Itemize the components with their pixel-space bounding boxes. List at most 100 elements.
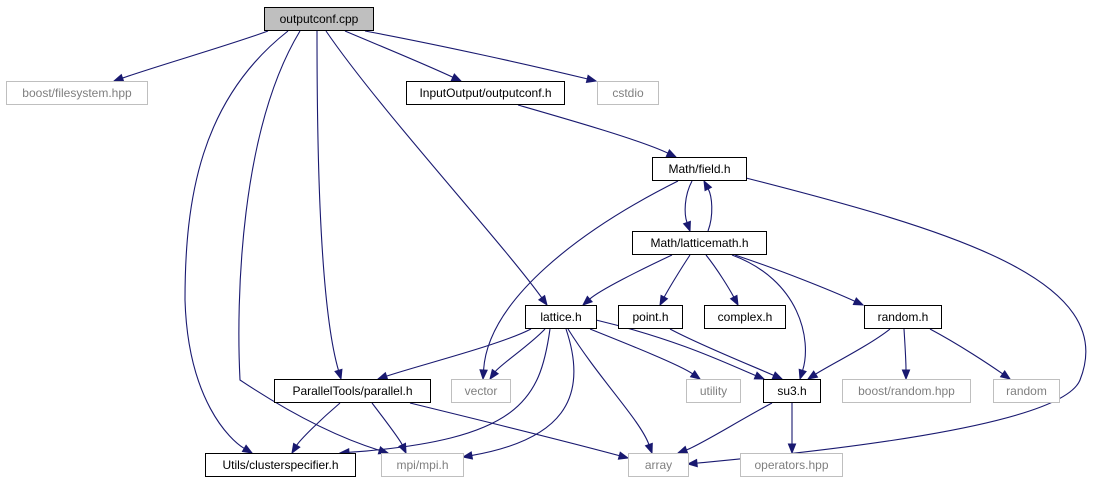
node-vector: vector bbox=[451, 379, 511, 403]
edge-arrowhead bbox=[999, 369, 1012, 380]
edge-line bbox=[669, 328, 774, 376]
edge-random_h-to-random bbox=[929, 328, 1012, 380]
edge-io_outputconf_h-to-math_field_h bbox=[517, 104, 678, 158]
edge-arrowhead bbox=[787, 443, 797, 455]
node-utils-cluster-h[interactable]: Utils/clusterspecifier.h bbox=[205, 453, 356, 477]
node-math-latticemath-h[interactable]: Math/latticemath.h bbox=[632, 231, 767, 255]
node-label: random bbox=[1006, 384, 1047, 398]
edge-line bbox=[517, 104, 669, 154]
node-boost-filesystem: boost/filesystem.hpp bbox=[6, 81, 148, 105]
node-su3-h[interactable]: su3.h bbox=[763, 379, 821, 403]
node-box bbox=[451, 379, 511, 403]
edge-random_h-to-su3_h bbox=[806, 328, 891, 380]
edge-line bbox=[325, 30, 543, 299]
edge-line bbox=[184, 30, 289, 449]
node-box bbox=[628, 453, 689, 477]
node-box bbox=[993, 379, 1060, 403]
edge-arrowhead bbox=[334, 368, 343, 381]
edge-line bbox=[684, 180, 693, 223]
node-box bbox=[652, 157, 747, 181]
edge-arrowhead bbox=[703, 179, 713, 192]
node-math-field-h[interactable]: Math/field.h bbox=[652, 157, 747, 181]
edge-line bbox=[903, 328, 907, 371]
edge-line bbox=[371, 402, 403, 446]
node-label: InputOutput/outputconf.h bbox=[419, 86, 551, 100]
node-label: Utils/clusterspecifier.h bbox=[222, 458, 338, 472]
node-label: array bbox=[645, 458, 672, 472]
edge-line bbox=[686, 402, 773, 451]
node-label: outputconf.cpp bbox=[280, 12, 359, 26]
node-label: Math/field.h bbox=[668, 162, 730, 176]
edge-point_h-to-su3_h bbox=[669, 328, 784, 380]
node-label: boost/random.hpp bbox=[858, 384, 955, 398]
edge-arrowhead bbox=[852, 297, 865, 306]
edge-arrowhead bbox=[689, 369, 702, 380]
edge-line bbox=[386, 328, 532, 377]
edge-line bbox=[494, 328, 546, 373]
node-label: lattice.h bbox=[540, 310, 581, 324]
edge-math_latticemath_h-to-math_field_h bbox=[703, 179, 713, 232]
edge-arrowhead bbox=[659, 294, 669, 307]
edge-arrowhead bbox=[665, 149, 678, 158]
node-box bbox=[686, 379, 741, 403]
node-outputconf-cpp[interactable]: outputconf.cpp bbox=[264, 7, 374, 31]
node-io-outputconf-h[interactable]: InputOutput/outputconf.h bbox=[406, 81, 565, 105]
edge-arrowhead bbox=[581, 295, 593, 306]
node-utility: utility bbox=[686, 379, 741, 403]
edge-arrowhead bbox=[461, 451, 474, 460]
edge-math_latticemath_h-to-random_h bbox=[734, 254, 865, 306]
node-box bbox=[381, 453, 464, 477]
node-box bbox=[597, 81, 659, 105]
edges-layer bbox=[112, 30, 1087, 468]
edge-arrowhead bbox=[241, 444, 254, 454]
edge-arrowhead bbox=[682, 220, 691, 233]
node-box bbox=[525, 305, 597, 329]
edge-line bbox=[344, 30, 454, 78]
edge-math_latticemath_h-to-point_h bbox=[659, 254, 691, 307]
edge-line bbox=[296, 402, 341, 446]
edge-arrowhead bbox=[585, 74, 598, 83]
edge-arrowhead bbox=[644, 442, 653, 455]
edge-outputconf_cpp-to-utils_cluster_h bbox=[184, 30, 289, 454]
edge-outputconf_cpp-to-cstdio bbox=[364, 30, 598, 83]
edge-line bbox=[705, 254, 735, 298]
node-operators-hpp: operators.hpp bbox=[740, 453, 843, 477]
node-label: complex.h bbox=[718, 310, 773, 324]
node-label: utility bbox=[700, 384, 727, 398]
node-box bbox=[406, 81, 565, 105]
edge-arrowhead bbox=[450, 73, 463, 82]
edge-arrowhead bbox=[771, 371, 784, 380]
node-boost-random: boost/random.hpp bbox=[842, 379, 971, 403]
node-box bbox=[205, 453, 356, 477]
edge-arrowhead bbox=[686, 458, 698, 468]
node-random-h[interactable]: random.h bbox=[864, 305, 942, 329]
edge-line bbox=[567, 328, 650, 445]
edge-arrowhead bbox=[806, 370, 819, 380]
edge-line bbox=[734, 254, 856, 302]
node-box bbox=[618, 305, 683, 329]
node-complex-h[interactable]: complex.h bbox=[704, 305, 786, 329]
edge-line bbox=[364, 30, 588, 80]
node-label: ParallelTools/parallel.h bbox=[292, 384, 412, 398]
edge-arrowhead bbox=[376, 371, 389, 381]
edge-line bbox=[471, 328, 575, 456]
edge-line bbox=[707, 188, 713, 232]
edge-outputconf_cpp-to-lattice_h bbox=[325, 30, 548, 307]
node-paralleltools-h[interactable]: ParallelTools/parallel.h bbox=[274, 379, 431, 403]
edge-lattice_h-to-vector bbox=[489, 328, 546, 381]
edge-paralleltools_h-to-utils_cluster_h bbox=[291, 402, 341, 455]
node-point-h[interactable]: point.h bbox=[618, 305, 683, 329]
edge-line bbox=[122, 30, 269, 79]
edge-math_latticemath_h-to-complex_h bbox=[705, 254, 739, 307]
nodes-layer: outputconf.cpp boost/filesystem.hpp InputO… bbox=[6, 7, 1060, 477]
edge-line bbox=[731, 254, 806, 371]
edge-lattice_h-to-mpi_h bbox=[461, 328, 575, 460]
edge-arrowhead bbox=[291, 442, 301, 455]
node-lattice-h[interactable]: lattice.h bbox=[525, 305, 597, 329]
node-label: operators.hpp bbox=[754, 458, 828, 472]
edge-math_latticemath_h-to-lattice_h bbox=[581, 254, 673, 306]
edge-line bbox=[696, 177, 1087, 464]
node-cstdio: cstdio bbox=[597, 81, 659, 105]
edge-math_field_h-to-vector bbox=[479, 180, 679, 381]
